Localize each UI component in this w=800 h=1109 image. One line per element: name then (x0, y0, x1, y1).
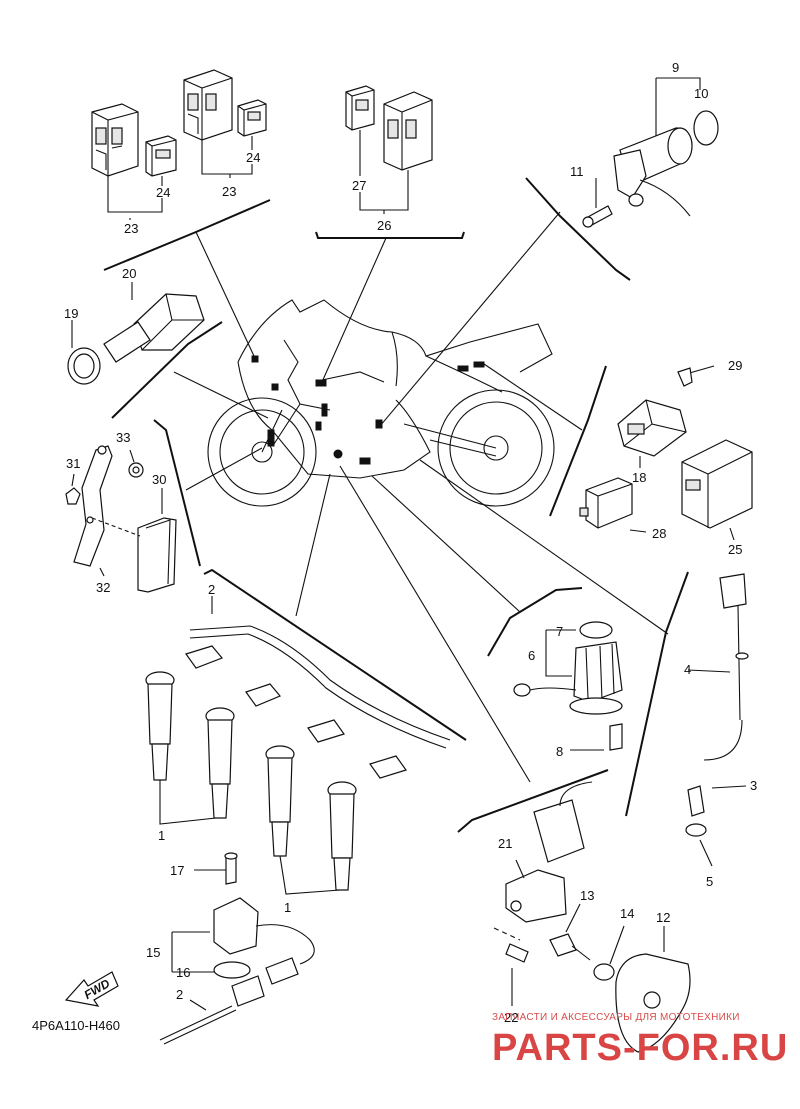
callout-14: 14 (620, 906, 634, 921)
watermark-brand: PARTS-FOR.RU (492, 1027, 788, 1069)
diagram-code: 4P6A110-H460 (32, 1018, 120, 1033)
callout-28: 28 (652, 526, 666, 541)
leader-lines (173, 211, 669, 783)
callout-26: 26 (377, 218, 391, 233)
bracket-relays-middle (315, 231, 465, 239)
callout-18: 18 (632, 470, 646, 485)
callout-27: 27 (352, 178, 366, 193)
callout-23a: 23 (124, 221, 138, 236)
relay-group-left (91, 69, 267, 213)
bracket-pump (487, 587, 583, 657)
pickup-coil-group (457, 769, 691, 1053)
callout-31: 31 (66, 456, 80, 471)
fwd-arrow-icon (64, 971, 119, 1007)
pump-group (487, 587, 623, 751)
relay-group-middle (345, 85, 433, 214)
callout-20: 20 (122, 266, 136, 281)
callout-17: 17 (170, 863, 184, 878)
callout-2a: 2 (208, 582, 215, 597)
callout-7: 7 (556, 624, 563, 639)
bracket-wire (625, 571, 689, 817)
callout-12: 12 (656, 910, 670, 925)
callout-6: 6 (528, 648, 535, 663)
callout-5: 5 (706, 874, 713, 889)
bracket-group-32-line (153, 419, 201, 567)
callout-22: 22 (504, 1010, 518, 1025)
callout-32: 32 (96, 580, 110, 595)
bracket-coils (203, 568, 467, 741)
bracket-group-32 (65, 445, 177, 593)
crank-sensor-group (159, 852, 315, 1045)
callout-1b: 1 (284, 900, 291, 915)
callout-23b: 23 (222, 184, 236, 199)
ecu-group (579, 365, 753, 541)
callout-11: 11 (570, 164, 584, 179)
callout-15: 15 (146, 945, 160, 960)
callout-30: 30 (152, 472, 166, 487)
callout-29: 29 (728, 358, 742, 373)
callout-2b: 2 (176, 987, 183, 1002)
callout-4: 4 (684, 662, 691, 677)
callout-8: 8 (556, 744, 563, 759)
bracket-sensor-20 (111, 321, 223, 419)
callout-9: 9 (672, 60, 679, 75)
callout-25: 25 (728, 542, 742, 557)
bracket-pickup (457, 769, 609, 833)
sensor-group-20 (67, 282, 205, 385)
callout-19: 19 (64, 306, 78, 321)
watermark-tagline: ЗАПЧАСТИ И АКСЕССУАРЫ ДЛЯ МОТОТЕХНИКИ (492, 1012, 740, 1023)
ignition-coils (145, 568, 467, 895)
bracket-sensor-9 (525, 177, 631, 281)
callout-1a: 1 (158, 828, 165, 843)
sensor-group-9 (582, 77, 719, 228)
callout-10: 10 (694, 86, 708, 101)
callout-33: 33 (116, 430, 130, 445)
sensor-wire-group (625, 571, 749, 867)
callout-21: 21 (498, 836, 512, 851)
motorcycle-outline (207, 299, 555, 507)
bracket-ecu (549, 365, 607, 517)
callout-16: 16 (176, 965, 190, 980)
callout-13: 13 (580, 888, 594, 903)
callout-24a: 24 (156, 185, 170, 200)
callout-24b: 24 (246, 150, 260, 165)
callout-3: 3 (750, 778, 757, 793)
